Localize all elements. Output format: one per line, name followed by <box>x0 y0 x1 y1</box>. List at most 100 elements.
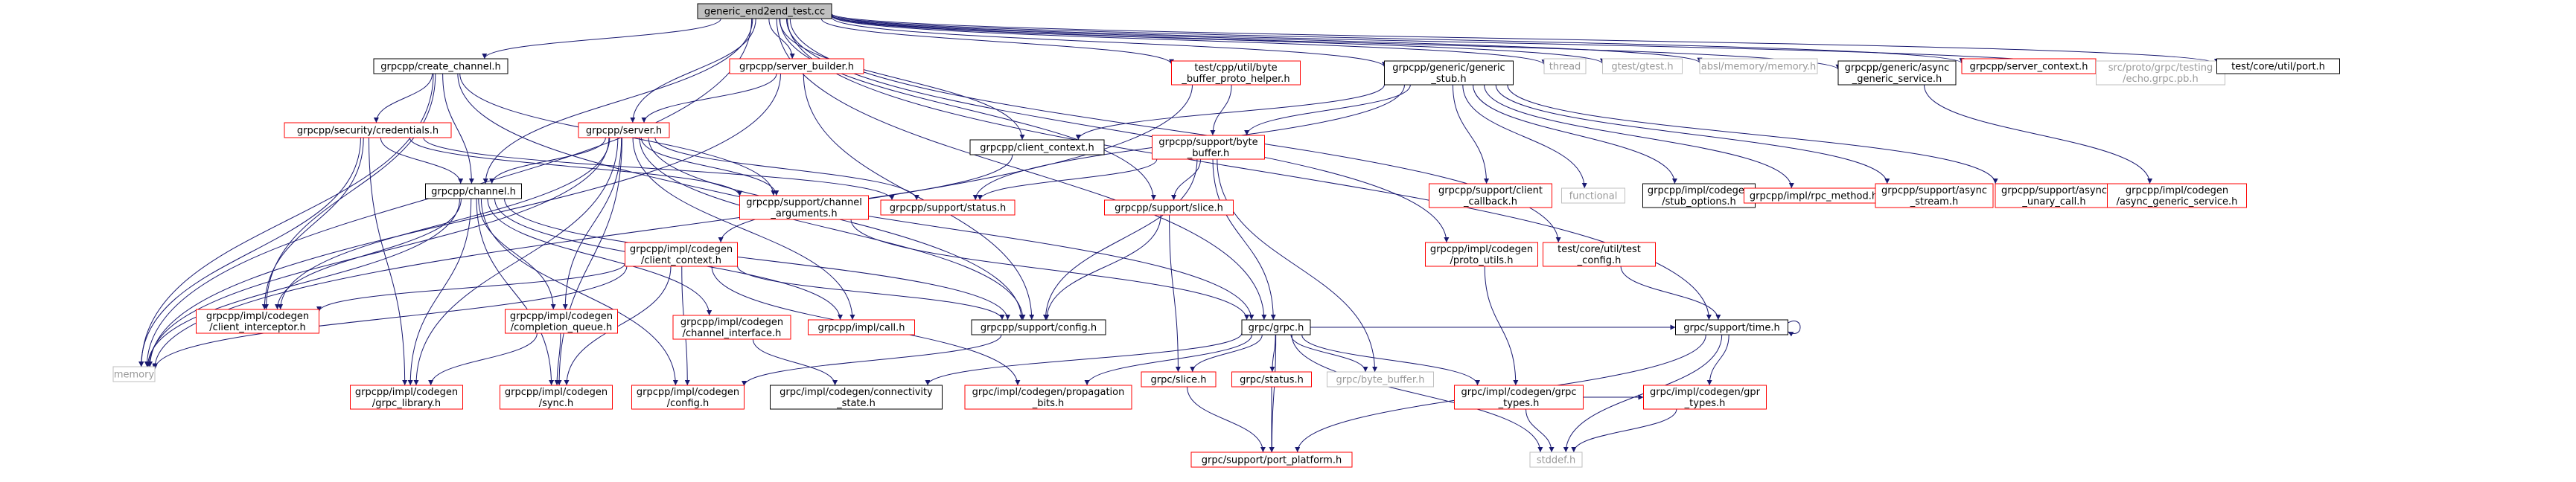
edge-root-to-gtest <box>831 15 1605 65</box>
edge-server-to-completion_queue <box>562 137 622 310</box>
node-port_platform[interactable]: grpc/support/port_platform.h <box>1190 452 1353 468</box>
node-grpc_status[interactable]: grpc/status.h <box>1231 371 1312 388</box>
node-channel[interactable]: grpcpp/channel.h <box>425 183 522 199</box>
node-thread: thread <box>1543 58 1587 74</box>
node-client_interceptor[interactable]: grpcpp/impl/codegen/client_interceptor.h <box>196 309 319 334</box>
node-server[interactable]: grpcpp/server.h <box>578 122 670 138</box>
node-client_context[interactable]: grpcpp/client_context.h <box>969 139 1105 155</box>
node-label-support_byte_buffer-line-0: grpcpp/support/byte <box>1158 137 1257 148</box>
node-label-channel_arguments-line-0: grpcpp/support/channel <box>746 197 862 208</box>
node-stub_options[interactable]: grpcpp/impl/codegen/stub_options.h <box>1642 183 1756 208</box>
node-label-grpc_types-line-0: grpc/impl/codegen/grpc <box>1461 387 1576 398</box>
node-server_context[interactable]: grpcpp/server_context.h <box>1961 58 2097 74</box>
node-label-channel-line-0: grpcpp/channel.h <box>431 187 516 198</box>
node-port[interactable]: test/core/util/port.h <box>2216 58 2340 74</box>
node-codegen_sync[interactable]: grpcpp/impl/codegen/sync.h <box>500 385 613 410</box>
edge-root-to-absl_memory <box>831 14 1703 64</box>
node-channel_arguments[interactable]: grpcpp/support/channel_arguments.h <box>739 195 869 220</box>
edge-slice-to-grpc_slice <box>1169 214 1181 373</box>
node-gpr_types[interactable]: grpc/impl/codegen/gpr_types.h <box>1643 385 1767 410</box>
node-label-gtest-line-0: gtest/gtest.h <box>1611 62 1673 73</box>
node-grpc_library[interactable]: grpcpp/impl/codegen/grpc_library.h <box>350 385 463 410</box>
node-byte_buffer_proto_helper[interactable]: test/cpp/util/byte_buffer_proto_helper.h <box>1171 60 1301 86</box>
edge-root-to-channel <box>482 18 753 184</box>
node-create_channel[interactable]: grpcpp/create_channel.h <box>373 58 508 74</box>
node-box-grpc_h <box>1241 319 1311 335</box>
node-label-absl_memory-line-0: absl/memory/memory.h <box>1701 62 1817 73</box>
node-label-stub_options-line-0: grpcpp/impl/codegen <box>1648 185 1750 196</box>
node-impl_call[interactable]: grpcpp/impl/call.h <box>808 319 915 335</box>
node-box-functional <box>1561 187 1625 204</box>
edge-root-to-slice <box>780 18 1156 201</box>
node-box-client_callback <box>1429 183 1552 208</box>
edge-credentials-to-memory <box>138 137 361 367</box>
node-label-grpc_byte_buffer-line-0: grpc/byte_buffer.h <box>1336 375 1425 386</box>
node-label-impl_call-line-0: grpcpp/impl/call.h <box>817 323 905 334</box>
node-box-codegen_async_generic_service <box>2107 183 2247 208</box>
node-server_builder[interactable]: grpcpp/server_builder.h <box>729 58 864 74</box>
node-label-async_generic_service-line-0: grpcpp/generic/async <box>1845 62 1950 74</box>
node-codegen_client_context[interactable]: grpcpp/impl/codegen/client_context.h <box>625 242 738 267</box>
node-slice[interactable]: grpcpp/support/slice.h <box>1104 199 1234 216</box>
node-status[interactable]: grpcpp/support/status.h <box>880 199 1016 216</box>
node-support_config[interactable]: grpcpp/support/config.h <box>971 319 1106 335</box>
node-support_time[interactable]: grpc/support/time.h <box>1675 319 1788 335</box>
node-box-channel_interface <box>672 315 791 340</box>
node-generic_stub[interactable]: grpcpp/generic/generic_stub.h <box>1384 60 1514 86</box>
edge-root-to-grpc_h <box>776 18 1267 321</box>
edge-root-to-port <box>831 13 2219 65</box>
node-label-gpr_types-line-0: grpc/impl/codegen/gpr <box>1650 387 1761 398</box>
edge-channel-to-codegen_sync <box>476 198 555 386</box>
node-box-support_time <box>1675 319 1788 335</box>
node-async_stream[interactable]: grpcpp/support/async_stream.h <box>1875 183 1994 208</box>
node-grpc_byte_buffer: grpc/byte_buffer.h <box>1327 371 1434 388</box>
edge-server-to-memory <box>146 137 610 367</box>
node-async_generic_service[interactable]: grpcpp/generic/async_generic_service.h <box>1837 60 1957 86</box>
node-test_config[interactable]: test/core/util/test_config.h <box>1543 242 1656 267</box>
node-proto_utils[interactable]: grpcpp/impl/codegen/proto_utils.h <box>1425 242 1538 267</box>
node-box-server <box>578 122 670 138</box>
node-label-codegen_sync-line-1: /sync.h <box>539 398 574 409</box>
edge-grpc_h-to-grpc_byte_buffer <box>1290 334 1368 373</box>
node-propagation_bits[interactable]: grpc/impl/codegen/propagation_bits.h <box>964 385 1132 410</box>
node-label-support_time-line-0: grpc/support/time.h <box>1683 323 1779 334</box>
node-box-slice <box>1104 199 1234 216</box>
edge-grpc_h-to-port_platform <box>1269 334 1277 453</box>
node-label-echo_pb-line-1: /echo.grpc.pb.h <box>2123 74 2199 85</box>
node-grpc_h[interactable]: grpc/grpc.h <box>1241 319 1311 335</box>
edge-create_channel-to-credentials <box>373 73 433 123</box>
node-grpc_types[interactable]: grpc/impl/codegen/grpc_types.h <box>1454 385 1584 410</box>
node-label-async_stream-line-1: _stream.h <box>1910 196 1958 208</box>
node-echo_pb: src/proto/grpc/testing/echo.grpc.pb.h <box>2096 60 2225 86</box>
node-label-codegen_async_generic_service-line-1: /async_generic_service.h <box>2117 196 2238 208</box>
node-label-grpc_library-line-1: /grpc_library.h <box>372 398 441 409</box>
node-grpc_slice[interactable]: grpc/slice.h <box>1141 371 1217 388</box>
node-box-echo_pb <box>2096 60 2225 86</box>
node-async_unary_call[interactable]: grpcpp/support/async_unary_call.h <box>1995 183 2114 208</box>
node-client_callback[interactable]: grpcpp/support/client_callback.h <box>1429 183 1552 208</box>
node-label-support_byte_buffer-line-1: _buffer.h <box>1187 148 1229 159</box>
node-label-grpc_types-line-1: _types.h <box>1498 398 1540 409</box>
node-label-async_generic_service-line-1: _generic_service.h <box>1852 74 1942 85</box>
node-support_byte_buffer[interactable]: grpcpp/support/byte_buffer.h <box>1152 135 1265 160</box>
node-connectivity_state[interactable]: grpc/impl/codegen/connectivity_state.h <box>770 385 943 410</box>
node-label-propagation_bits-line-0: grpc/impl/codegen/propagation <box>972 387 1125 398</box>
node-completion_queue[interactable]: grpcpp/impl/codegen/completion_queue.h <box>505 309 618 334</box>
edge-support_config-to-codegen_config <box>742 334 1002 387</box>
edge-grpc_h-to-grpc_status <box>1269 334 1276 373</box>
node-codegen_config[interactable]: grpcpp/impl/codegen/config.h <box>631 385 745 410</box>
edge-root-to-create_channel <box>482 18 721 60</box>
node-credentials[interactable]: grpcpp/security/credentials.h <box>284 122 452 138</box>
edge-channel_arguments-to-grpc_h <box>850 219 1250 321</box>
node-box-memory <box>112 366 156 382</box>
node-rpc_method[interactable]: grpcpp/impl/rpc_method.h <box>1744 187 1884 204</box>
edge-root-to-server_context <box>831 13 1965 64</box>
node-root: generic_end2end_test.cc <box>697 3 832 19</box>
node-box-client_context <box>969 139 1105 155</box>
node-box-async_generic_service <box>1837 60 1957 86</box>
node-channel_interface[interactable]: grpcpp/impl/codegen/channel_interface.h <box>672 315 791 340</box>
edge-server_builder-to-server <box>641 73 777 123</box>
node-box-grpc_types <box>1454 385 1584 410</box>
node-codegen_async_generic_service[interactable]: grpcpp/impl/codegen/async_generic_servic… <box>2107 183 2247 208</box>
node-label-codegen_config-line-0: grpcpp/impl/codegen <box>637 387 739 398</box>
